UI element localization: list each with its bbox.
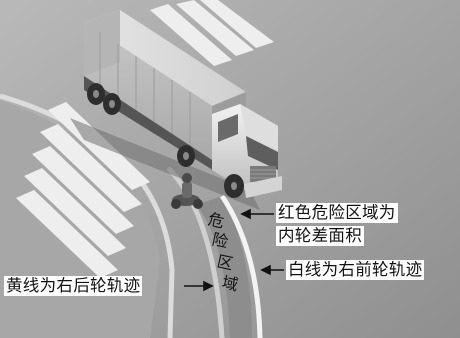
wheel-hubs (93, 90, 237, 190)
rear-wheel-track (166, 166, 225, 338)
crosswalk-upper (150, 0, 274, 66)
crosswalk-lower (16, 102, 150, 278)
white-line-caption: 白线为右前轮轨迹 (286, 260, 425, 280)
red-zone-caption-line1: 红色危险区域为 (276, 203, 398, 223)
truck-wheels (87, 83, 244, 198)
red-zone-caption-line2: 内轮差面积 (276, 226, 364, 246)
truck-cab (212, 104, 282, 198)
truck-shadow (70, 118, 260, 210)
front-wheel-track (219, 194, 263, 338)
motorcyclist (171, 173, 203, 209)
danger-zone-area (196, 196, 252, 338)
yellow-line-caption: 黄线为右后轮轨迹 (4, 276, 143, 296)
